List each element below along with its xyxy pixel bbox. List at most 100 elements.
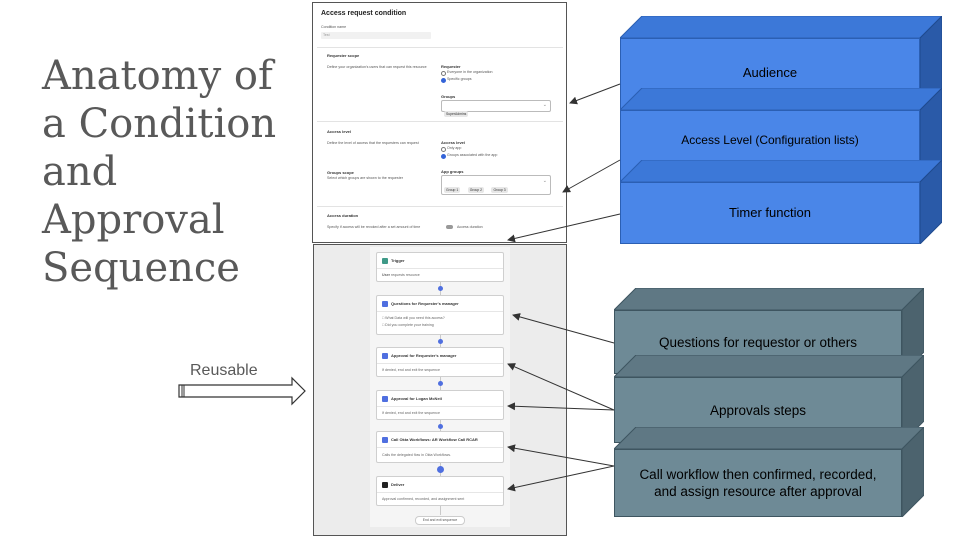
arrow-workflow <box>507 444 615 467</box>
workflow-icon <box>382 437 388 443</box>
radio-only-app-label: Only app <box>447 146 462 150</box>
condition-name-input[interactable]: Test <box>321 32 431 39</box>
trigger-user: User <box>382 273 390 277</box>
timer-text: Timer function <box>620 182 920 244</box>
chevron-down-icon: ⌄ <box>542 178 547 184</box>
divider <box>377 492 503 493</box>
trigger-step[interactable]: Trigger User requests resource <box>376 252 504 282</box>
end-sequence-button[interactable]: End and exit sequence <box>415 516 465 525</box>
radio-specific-groups[interactable] <box>441 78 446 83</box>
box-3d-shape <box>614 288 924 374</box>
approval1-title: Approval for Requester's manager <box>391 353 457 359</box>
access-level-desc: Define the level of access that the requ… <box>327 141 419 145</box>
arrow-approval-2 <box>507 402 615 411</box>
trigger-title: Trigger <box>391 258 405 264</box>
group-chip: Group 2 <box>467 187 484 193</box>
chevron-down-icon: ⌄ <box>542 102 547 108</box>
connector-dot <box>438 381 443 386</box>
title-line-1: Anatomy of <box>42 53 273 99</box>
timer-callout: Timer function <box>620 160 942 244</box>
box-3d-shape <box>614 427 924 517</box>
title-line-2: a Condition <box>42 101 277 147</box>
approval2-title: Approval for Logan McNeil <box>391 396 442 402</box>
requester-scope-desc: Define your organization's users that ca… <box>327 65 427 69</box>
questions-title: Questions for Requester's manager <box>391 301 459 307</box>
question-1: What Data will you need this access? <box>385 316 445 320</box>
divider <box>377 363 503 364</box>
group-scope-desc: Select which groups are shown to the req… <box>327 176 403 180</box>
title-line-5: Sequence <box>42 245 240 291</box>
title-line-4: Approval <box>42 197 225 243</box>
workflow-title: Call Okta Workflows: AR Workflow Call RC… <box>391 437 478 443</box>
box-3d-shape <box>620 160 942 244</box>
superadmins-chip: SuperAdmins <box>444 111 469 117</box>
requester-scope-heading: Requester scope <box>327 53 360 58</box>
arrow-audience <box>569 83 621 105</box>
divider <box>377 311 503 312</box>
groups-select[interactable]: SuperAdmins ⌄ <box>441 100 551 117</box>
approval-icon <box>382 396 388 402</box>
add-step-icon[interactable] <box>437 466 444 473</box>
radio-everyone-label: Everyone in the organization <box>447 70 493 74</box>
connector-dot <box>438 286 443 291</box>
approval-icon <box>382 353 388 359</box>
approval-logan-step[interactable]: Approval for Logan McNeil If denied, end… <box>376 390 504 420</box>
access-level-heading: Access level <box>327 129 352 134</box>
group-chip: Group 1 <box>444 187 461 193</box>
divider <box>377 406 503 407</box>
arrow-approval-1 <box>507 363 615 411</box>
arrow-questions <box>512 313 615 344</box>
slide-title: Anatomy of a Condition and Approval Sequ… <box>42 52 302 292</box>
arrow-access-level <box>562 159 621 193</box>
approval1-text: If denied, end and exit the sequence <box>382 368 440 372</box>
trigger-text: requests resource <box>391 273 420 277</box>
divider <box>317 47 563 48</box>
reusable-arrow-icon <box>178 376 306 406</box>
radio-groups-label: Groups associated with the app <box>447 153 498 157</box>
workflow-text: Calls the delegated flow in Okta Workflo… <box>382 453 452 457</box>
arrow-deliver <box>507 465 615 492</box>
connector-dot <box>438 424 443 429</box>
connector-dot <box>438 339 443 344</box>
app-groups-select[interactable]: Group 1 Group 2 Group 3 ⌄ <box>441 175 551 195</box>
access-duration-heading: Access duration <box>327 213 359 218</box>
box-3d-shape <box>614 355 924 443</box>
workflow-step[interactable]: Call Okta Workflows: AR Workflow Call RC… <box>376 431 504 463</box>
radio-everyone[interactable] <box>441 71 446 76</box>
app-groups-label: App groups <box>441 169 464 174</box>
approval2-text: If denied, end and exit the sequence <box>382 411 440 415</box>
divider <box>377 447 503 448</box>
group-scope-title: Groups scope <box>327 170 354 175</box>
deliver-step[interactable]: Deliver Approval confirmed, recorded, an… <box>376 476 504 506</box>
group-chip: Group 3 <box>491 187 508 193</box>
condition-name-value: Test <box>323 33 330 37</box>
arrow-timer <box>507 213 621 243</box>
questions-step[interactable]: Questions for Requester's manager □ What… <box>376 295 504 335</box>
title-line-3: and <box>42 149 118 195</box>
radio-specific-label: Specific groups <box>447 77 472 81</box>
approval-sequence-screenshot: Trigger User requests resource Questions… <box>313 244 567 536</box>
access-duration-desc: Specify if access will be revoked after … <box>327 225 421 229</box>
radio-only-app[interactable] <box>441 147 446 152</box>
requester-label: Requester <box>441 64 461 69</box>
condition-name-label: Condition name <box>321 25 347 29</box>
deliver-title: Deliver <box>391 482 405 488</box>
access-level-label: Access level <box>441 140 466 145</box>
condition-form-title: Access request condition <box>321 10 407 17</box>
approval-manager-step[interactable]: Approval for Requester's manager If deni… <box>376 347 504 377</box>
divider <box>377 268 503 269</box>
question-icon <box>382 301 388 307</box>
radio-groups-associated[interactable] <box>441 154 446 159</box>
divider <box>317 121 563 122</box>
deliver-icon <box>382 482 388 488</box>
groups-label: Groups <box>441 94 456 99</box>
call-workflow-callout: Call workflow then confirmed, recorded, … <box>614 427 924 517</box>
access-duration-toggle[interactable] <box>446 225 453 229</box>
question-2: Did you complete your training <box>385 323 434 327</box>
access-request-condition-screenshot: Access request condition Condition name … <box>312 2 567 243</box>
trigger-icon <box>382 258 388 264</box>
divider <box>317 206 563 207</box>
access-duration-toggle-label: Access duration <box>457 225 483 229</box>
reusable-label: Reusable <box>190 362 258 379</box>
